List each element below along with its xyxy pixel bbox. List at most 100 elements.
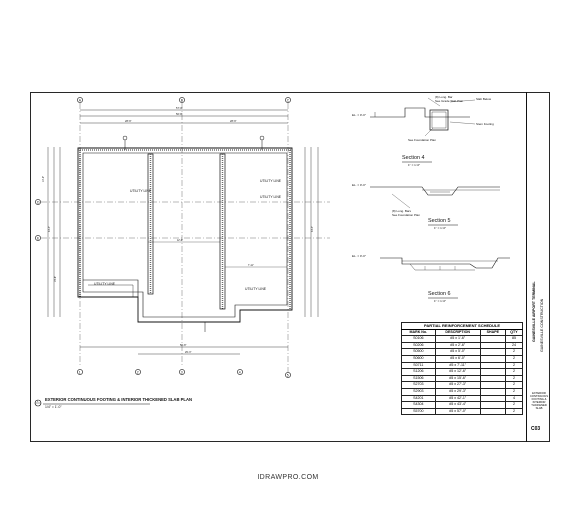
sheet-title: EXTERIOR CONTINUOUS FOOTING & INTERIOR T… (529, 392, 549, 410)
section-title: Section 6 (428, 291, 451, 297)
schedule-cell-qty: 2 (504, 387, 524, 396)
schedule-cell-desc: #5 x 15'-6" (434, 374, 481, 383)
schedule-row: S0206#5 x 2'-6" 24 (401, 341, 524, 350)
title-block-project: GAINESVILLE AIRPORT TERMINAL GAINESVILLE… (528, 281, 548, 392)
elevation-label: EL. = 0'-0" (352, 254, 366, 258)
schedule-header: DESCRIPTION (434, 328, 481, 337)
schedule-cell-qty: 2 (504, 374, 524, 383)
schedule-cell-mark: S0206 (401, 341, 436, 350)
schedule-cell-shape (479, 335, 506, 343)
section-note: (8) Long. Bars (392, 209, 412, 213)
svg-text:28'-6": 28'-6" (125, 119, 132, 123)
schedule-cell-desc: #5 x 57'-0" (434, 407, 481, 416)
schedule-cell-desc: #5 x 7'-11" (434, 361, 481, 370)
svg-text:56'-8": 56'-8" (180, 344, 186, 347)
reinforcement-schedule: PARTIAL REINFORCEMENT SCHEDULE MARK No. … (401, 322, 524, 416)
svg-text:56'-8": 56'-8" (176, 112, 183, 116)
section-scale: 1" = 1'-0" (434, 226, 447, 230)
schedule-cell-mark: S4201 (401, 394, 436, 403)
utility-line-label: UTILITY LINE (260, 179, 282, 183)
section-details (370, 97, 510, 299)
schedule-cell-desc: #5 x 2'-6" (434, 341, 481, 350)
schedule-title: PARTIAL REINFORCEMENT SCHEDULE (401, 322, 523, 330)
schedule-cell-shape (479, 394, 506, 403)
elevation-label: EL. = 0'-0" (352, 113, 366, 117)
svg-text:B: B (181, 98, 184, 102)
schedule-cell-shape (479, 348, 506, 356)
svg-text:57'-0": 57'-0" (176, 106, 183, 110)
svg-text:3: 3 (181, 370, 183, 374)
schedule-row: S1506#5 x 15'-6" 2 (401, 374, 524, 383)
svg-text:43'-4": 43'-4" (311, 226, 314, 232)
schedule-cell-qty: 2 (504, 354, 524, 363)
plan-title: EXTERIOR CONTINUOUS FOOTING & INTERIOR T… (45, 397, 193, 402)
schedule-cell-qty: 24 (504, 341, 524, 350)
schedule-cell-qty: 2 (504, 368, 524, 376)
schedule-cell-desc: #5 x 12'-6" (434, 368, 481, 376)
schedule-row: S0500#5 x 5'-0"2 (401, 348, 524, 356)
section-note: See Foundation Plan (392, 213, 421, 217)
svg-text:28'-6": 28'-6" (230, 119, 237, 123)
schedule-cell-desc: #5 x 43'-4" (434, 401, 481, 409)
plan-scale: 1/4" = 1'-0" (45, 405, 62, 409)
schedule-row: S1206#5 x 12'-6"2 (401, 368, 524, 376)
drawing-sheet: A B C 57'-0" 56'-8" 28'-6" 28'-6" D E (30, 92, 550, 442)
schedule-cell-mark: S1506 (401, 374, 436, 383)
elevation-label: EL. = 0'-0" (352, 183, 366, 187)
cad-drawing: A B C 57'-0" 56'-8" 28'-6" 28'-6" D E (30, 92, 550, 442)
section-note: Slab Below (476, 97, 492, 101)
utility-line-label: UTILITY LINE (94, 282, 116, 286)
project-subtitle: GAINESVILLE CONSTRUCTION (540, 298, 544, 352)
schedule-cell-qty: 2 (504, 381, 524, 389)
schedule-cell-shape (479, 354, 506, 363)
section-note: See Foundation Plan (408, 138, 437, 142)
schedule-cell-mark: S0106 (401, 335, 436, 343)
svg-text:7'-11": 7'-11" (248, 265, 254, 267)
schedule-cell-qty: 4 (504, 394, 524, 403)
schedule-header: SHAPE (479, 328, 506, 337)
section-scale: 1" = 1'-0" (434, 299, 447, 303)
schedule-row: S5700#5 x 57'-0"2 (401, 407, 524, 416)
schedule-header: QTY (504, 328, 524, 337)
svg-text:A: A (79, 98, 82, 102)
schedule-cell-mark: S0600 (401, 354, 436, 363)
schedule-row: S0711#5 x 7'-11" 2 (401, 361, 524, 370)
svg-text:12'-6": 12'-6" (177, 240, 183, 242)
section-note: (8) Long. Bar (435, 95, 453, 99)
schedule-row: S4304#5 x 43'-4"2 (401, 401, 524, 409)
schedule-cell-shape (479, 387, 506, 396)
schedule-cell-desc: #5 x 42'-1" (434, 394, 481, 403)
svg-text:15'-6": 15'-6" (54, 276, 57, 282)
schedule-cell-mark: S0711 (401, 361, 436, 370)
section-note: See Grade Slab Plan (435, 99, 464, 103)
schedule-cell-desc: #5 x 6'-0" (434, 354, 481, 363)
schedule-cell-shape (479, 407, 506, 416)
svg-text:1: 1 (37, 400, 39, 403)
schedule-cell-qty: 2 (504, 348, 524, 356)
schedule-cell-shape (479, 381, 506, 389)
schedule-cell-mark: S5700 (401, 407, 436, 416)
schedule-cell-mark: S0500 (401, 348, 436, 356)
schedule-cell-desc: #5 x 27'-3" (434, 381, 481, 389)
svg-text:4: 4 (239, 370, 241, 374)
schedule-row: S2903#5 x 29'-3"2 (401, 387, 524, 396)
svg-text:2: 2 (137, 370, 139, 374)
schedule-cell-desc: #5 x 29'-3" (434, 387, 481, 396)
schedule-cell-shape (479, 401, 506, 409)
section-note: Stem Footing (476, 122, 494, 126)
schedule-cell-shape (479, 368, 506, 376)
schedule-cell-mark: S2703 (401, 381, 436, 389)
schedule-cell-qty: 2 (504, 361, 524, 370)
utility-line-label: UTILITY LINE (130, 189, 152, 193)
schedule-cell-qty: 2 (504, 401, 524, 409)
schedule-cell-desc: #5 x 1'-6" (434, 335, 481, 343)
schedule-row: S4201#5 x 42'-1" 4 (401, 394, 524, 403)
project-name: GAINESVILLE AIRPORT TERMINAL (532, 281, 536, 342)
foundation-plan: A B C 57'-0" 56'-8" 28'-6" 28'-6" D E (34, 97, 330, 407)
schedule-cell-shape (479, 361, 506, 370)
utility-line-label: UTILITY LINE (260, 195, 282, 199)
schedule-cell-shape (479, 341, 506, 350)
schedule-row: S2703#5 x 27'-3" 2 (401, 381, 524, 389)
svg-text:1: 1 (79, 370, 81, 374)
